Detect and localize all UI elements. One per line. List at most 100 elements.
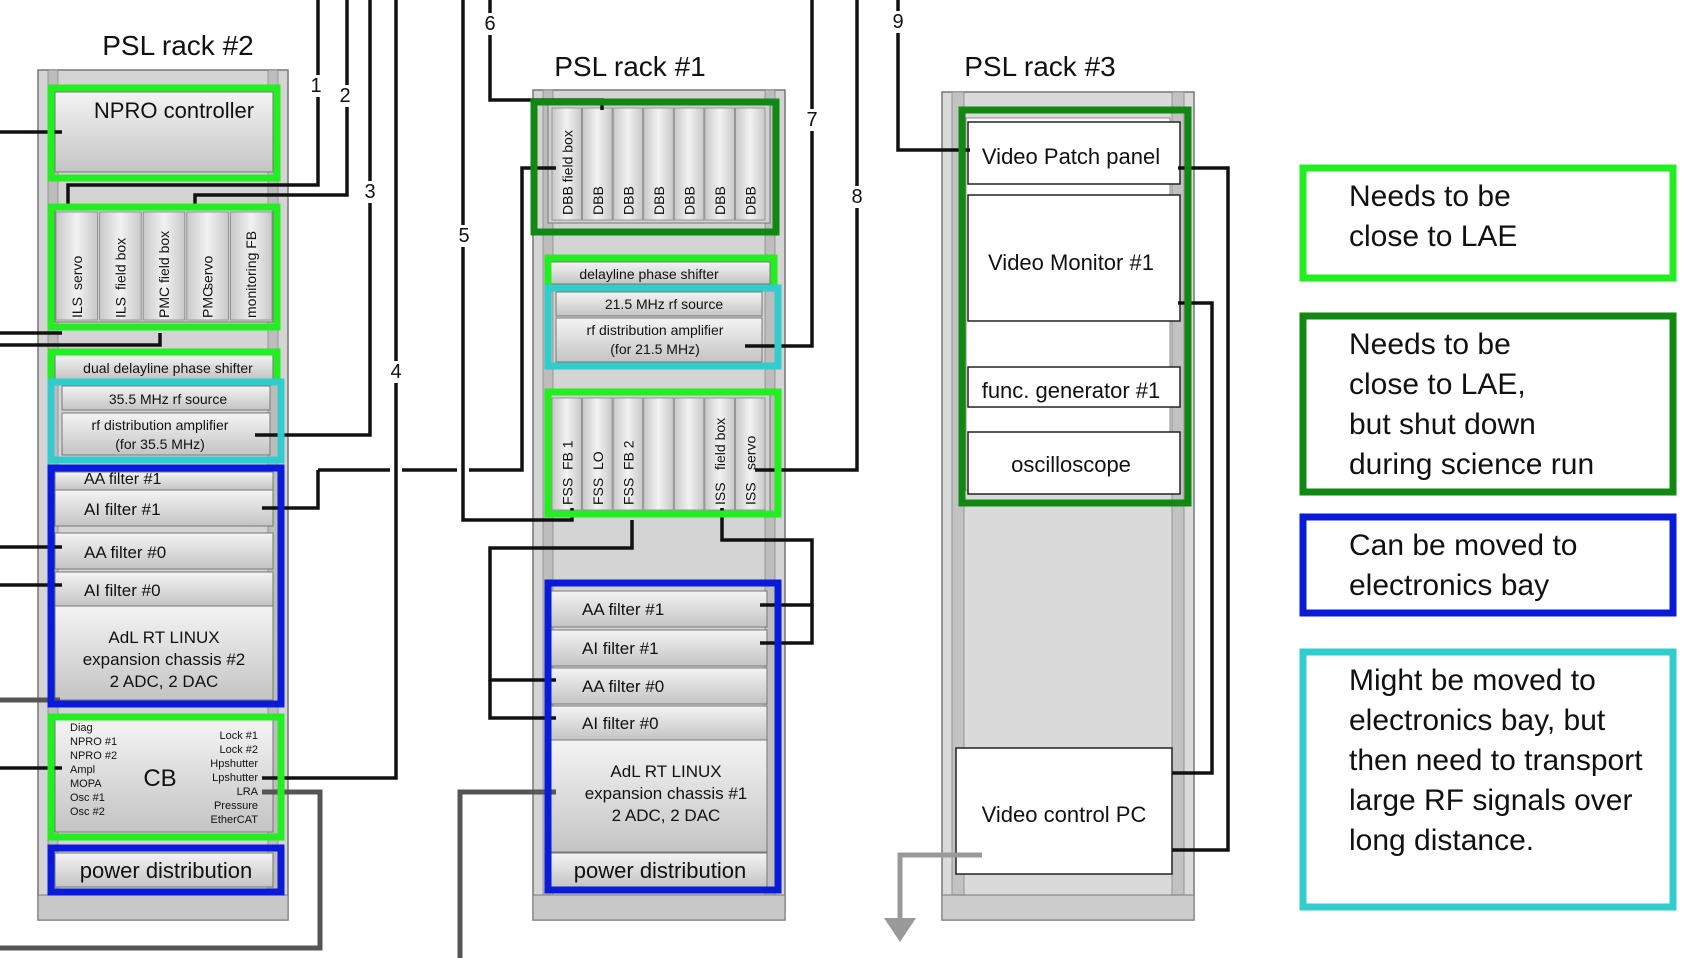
servo-slot-top-label: servo xyxy=(69,256,85,290)
cb-left-label: Diag xyxy=(70,722,93,734)
cb-right-label: Lock #1 xyxy=(219,730,258,742)
servo-slot-bottom-label: ILS xyxy=(112,297,128,318)
cable-rack1-filter-loop-2 xyxy=(488,520,634,682)
legend-text-line: close to LAE xyxy=(1349,220,1517,253)
rack-3-oscilloscope: oscilloscope xyxy=(967,431,1181,495)
rack-2-dual-delayline-unit: dual delayline phase shifter xyxy=(54,354,274,380)
rf-amp-35-line1: rf distribution amplifier xyxy=(92,417,229,433)
fss-slot-bottom-label: ISS xyxy=(743,482,759,505)
legend-text-line: Might be moved to xyxy=(1349,664,1596,697)
cable-number: 9 xyxy=(892,11,903,33)
cable-monitor-to-pc xyxy=(1172,301,1214,775)
rf-amp-21-line1: rf distribution amplifier xyxy=(587,322,724,338)
chassis-1-line2: expansion chassis #1 xyxy=(585,784,748,803)
cb-left-label: NPRO #2 xyxy=(70,750,117,762)
cable-number-bg xyxy=(455,225,473,247)
outline-rack1-rf xyxy=(544,284,782,370)
cb-left-label: Osc #2 xyxy=(70,806,105,818)
cable-8 xyxy=(755,0,859,472)
fss-slot xyxy=(704,397,735,511)
video-pc-label: Video control PC xyxy=(982,802,1147,827)
cable-number-bg xyxy=(361,181,379,203)
dbb-slot-label: DBB xyxy=(590,186,606,215)
fss-slot-top-label: FB 2 xyxy=(620,440,636,470)
rf-amp-35-line2: (for 35.5 MHz) xyxy=(115,436,204,452)
cable-number-bg xyxy=(848,186,866,208)
cable-number: 2 xyxy=(339,85,350,107)
cb-label: CB xyxy=(143,765,176,792)
dbb-slot xyxy=(551,107,582,221)
outline-rack2-filters xyxy=(47,464,285,708)
rack-2-ai-filter-0-label: AI filter #0 xyxy=(84,581,161,600)
fss-slot xyxy=(551,397,582,511)
fss-slot xyxy=(735,397,766,511)
servo-slot-top-label: PMC field box xyxy=(156,231,172,318)
rack-1-power-label: power distribution xyxy=(574,858,746,883)
servo-slot xyxy=(55,211,98,321)
legend-text-line: Needs to be xyxy=(1349,180,1511,213)
legend-text-line: close to LAE, xyxy=(1349,368,1526,401)
legend-text-line: large RF signals over xyxy=(1349,784,1632,817)
video-pc-output-arrow xyxy=(884,852,982,942)
rack-3-video-patch-panel: Video Patch panel xyxy=(967,121,1181,185)
outline-rack1-dbb xyxy=(530,98,780,236)
cable-number-bg xyxy=(803,109,821,131)
cables xyxy=(0,0,1230,852)
rack-2-rf-source-unit: 35.5 MHz rf source xyxy=(61,385,271,411)
oscilloscope-label: oscilloscope xyxy=(1011,452,1131,477)
cb-right-label: Lpshutter xyxy=(212,772,258,784)
rack-2-title: PSL rack #2 xyxy=(102,30,253,61)
cb-left-label: Osc #1 xyxy=(70,792,105,804)
chassis-1-line3: 2 ADC, 2 DAC xyxy=(612,806,721,825)
rack-2-power-distribution: power distribution xyxy=(54,852,274,888)
outline-rack2-power xyxy=(47,844,285,896)
video-patch-label: Video Patch panel xyxy=(982,144,1160,169)
servo-slot-bottom-label: ILS xyxy=(69,297,85,318)
fss-slot-top-label: LO xyxy=(590,451,606,470)
fss-slot xyxy=(612,397,644,511)
fss-slot xyxy=(582,397,613,511)
cable-number-bg xyxy=(889,11,907,33)
cable-number-bg xyxy=(336,85,354,107)
rack-1-aa-filter-0-label: AA filter #0 xyxy=(582,677,664,696)
rack-2-power-label: power distribution xyxy=(80,858,252,883)
rack-2-filter-units: AA filter #1 AI filter #1 AA filter #0 A… xyxy=(54,471,274,607)
dual-delayline-label: dual delayline phase shifter xyxy=(83,360,253,376)
dbb-slot xyxy=(735,107,766,221)
legend-swatch-box xyxy=(1299,513,1677,617)
servo-slot-top-label: monitoring FB xyxy=(243,231,259,318)
rack-1-filter-units: AA filter #1 AI filter #1 AA filter #0 A… xyxy=(550,590,768,741)
dbb-slot-label: DBB xyxy=(651,186,667,215)
legend-text-line: but shut down xyxy=(1349,408,1536,441)
legend-text-line: electronics bay xyxy=(1349,569,1549,602)
dbb-slot-label: DBB field box xyxy=(559,130,575,215)
rf-source-21-label: 21.5 MHz rf source xyxy=(605,296,723,312)
outline-rack2-servo xyxy=(47,203,281,331)
delayline-label: delayline phase shifter xyxy=(579,266,719,282)
fss-slot-top-label: field box xyxy=(712,418,728,470)
rack-3-video-monitor: Video Monitor #1 xyxy=(967,194,1181,322)
dbb-slot xyxy=(643,107,674,221)
npro-controller-label: NPRO controller xyxy=(94,98,254,123)
chassis-2-line2: expansion chassis #2 xyxy=(83,650,246,669)
fss-slot-top-label: servo xyxy=(743,436,759,470)
legend-swatch-box xyxy=(1299,312,1677,496)
outline-rack1-filters xyxy=(544,579,782,894)
cb-left-label: NPRO #1 xyxy=(70,736,117,748)
rack-1-aa-filter-1-label: AA filter #1 xyxy=(582,600,664,619)
cable-number-bg xyxy=(481,13,499,35)
rack-2-npro-controller: NPRO controller xyxy=(54,91,274,173)
servo-slot xyxy=(99,211,142,321)
rf-amp-21-line2: (for 21.5 MHz) xyxy=(610,341,699,357)
servo-slot xyxy=(186,211,229,321)
cable-number-bg xyxy=(307,75,325,97)
cable-number: 6 xyxy=(484,13,495,35)
fss-slot xyxy=(673,397,705,511)
